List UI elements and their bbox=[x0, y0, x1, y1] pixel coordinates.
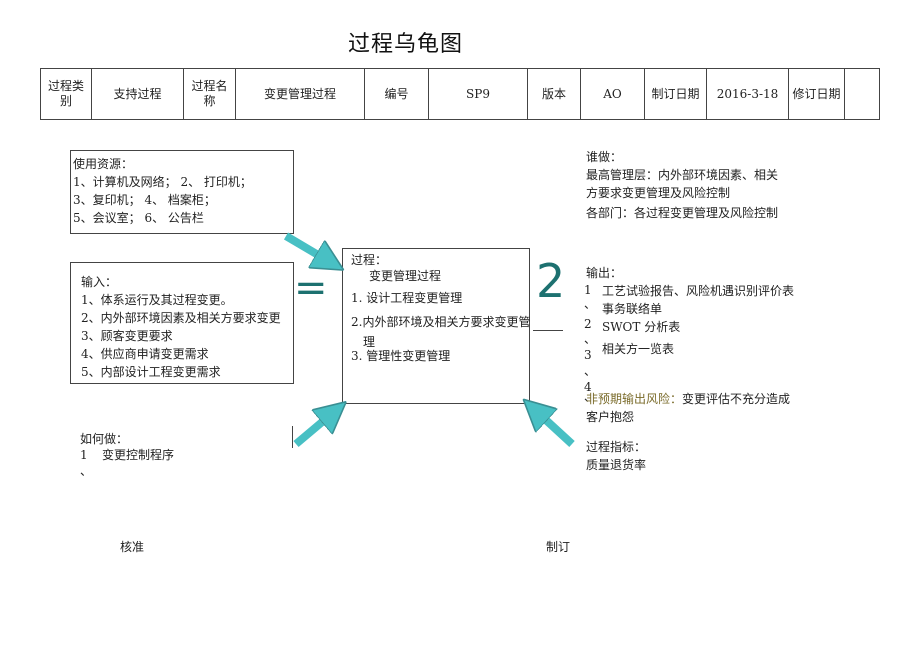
resources-box: 使用资源： 1、计算机及网络； 2、 打印机； 3、复印机； 4、 档案柜； 5… bbox=[70, 150, 294, 234]
inputs-line: 2、内外部环境因素及相关方要求变更 bbox=[81, 311, 281, 325]
how-box-edge bbox=[292, 426, 293, 448]
output-marker: 4 bbox=[584, 380, 592, 394]
big-number: 2 bbox=[536, 254, 566, 308]
output-marker: 、 bbox=[584, 297, 597, 311]
output-marker: 、 bbox=[584, 390, 597, 404]
output-marker: 、 bbox=[584, 364, 597, 378]
who-line: 各部门：各过程变更管理及风险控制 bbox=[586, 206, 779, 220]
inputs-heading: 输入： bbox=[81, 275, 118, 289]
version-label: 版本 bbox=[527, 68, 581, 120]
how-mark: 、 bbox=[80, 464, 93, 478]
indicators-item: 质量退货率 bbox=[586, 458, 647, 472]
process-heading: 过程： bbox=[351, 253, 388, 267]
output-item: 工艺试验报告、风险机遇识别评价表 bbox=[602, 284, 795, 298]
who-line: 方要求变更管理及风险控制 bbox=[586, 186, 731, 200]
process-item: 3. 管理性变更管理 bbox=[351, 349, 451, 363]
resources-line: 3、复印机； 4、 档案柜； bbox=[73, 193, 216, 207]
risk-text-2: 客户抱怨 bbox=[586, 410, 635, 424]
output-item: 相关方一览表 bbox=[602, 342, 675, 356]
indicators-heading: 过程指标： bbox=[586, 440, 647, 454]
version-value: AO bbox=[580, 68, 645, 120]
output-marker: 2 bbox=[584, 317, 592, 331]
process-name: 变更管理过程 bbox=[369, 269, 442, 283]
arrow-icon bbox=[293, 412, 334, 448]
revision-date-label: 修订日期 bbox=[788, 68, 845, 120]
who-line: 最高管理层：内外部环境因素、相关 bbox=[586, 168, 779, 182]
process-box: 过程： 变更管理过程 1. 设计工程变更管理 2.内外部环境及相关方要求变更管 … bbox=[342, 248, 530, 404]
resources-line: 5、会议室； 6、 公告栏 bbox=[73, 211, 204, 225]
risk-line: 非预期输出风险：变更评估不充分造成 bbox=[586, 390, 790, 408]
revision-date-value bbox=[844, 68, 880, 120]
equals-sign: = bbox=[294, 265, 328, 311]
inputs-line: 1、体系运行及其过程变更。 bbox=[81, 293, 233, 307]
process-name-value: 变更管理过程 bbox=[235, 68, 365, 120]
process-name-label: 过程名称 bbox=[183, 68, 236, 120]
inputs-box: 输入： 1、体系运行及其过程变更。 2、内外部环境因素及相关方要求变更 3、顾客… bbox=[70, 262, 294, 384]
resources-line: 1、计算机及网络； 2、 打印机； bbox=[73, 175, 252, 189]
process-type-label: 过程类别 bbox=[40, 68, 92, 120]
outputs-heading: 输出： bbox=[586, 266, 623, 280]
risk-label: 非预期输出风险： bbox=[586, 392, 683, 406]
inputs-line: 5、内部设计工程变更需求 bbox=[81, 365, 221, 379]
approve-label: 核准 bbox=[120, 540, 145, 554]
output-marker: 1 bbox=[584, 283, 592, 297]
output-marker: 3 bbox=[584, 348, 592, 362]
arrow-icon bbox=[283, 232, 330, 262]
process-item: 1. 设计工程变更管理 bbox=[351, 291, 463, 305]
resources-heading: 使用资源： bbox=[73, 157, 134, 171]
code-label: 编号 bbox=[364, 68, 429, 120]
arrow-icon bbox=[535, 410, 575, 447]
code-value: SP9 bbox=[428, 68, 528, 120]
how-num: 1 bbox=[80, 448, 88, 462]
header-table: 过程类别 支持过程 过程名称 变更管理过程 编号 SP9 版本 AO 制订日期 … bbox=[40, 68, 880, 120]
process-item: 理 bbox=[363, 335, 376, 349]
how-item: 变更控制程序 bbox=[102, 448, 175, 462]
output-item: 事务联络单 bbox=[602, 302, 663, 316]
prepare-label: 制订 bbox=[546, 540, 571, 554]
how-heading: 如何做： bbox=[80, 432, 129, 446]
divider bbox=[533, 330, 563, 331]
who-heading: 谁做： bbox=[586, 150, 623, 164]
issue-date-value: 2016-3-18 bbox=[706, 68, 789, 120]
output-marker: 、 bbox=[584, 332, 597, 346]
issue-date-label: 制订日期 bbox=[644, 68, 707, 120]
inputs-line: 4、供应商申请变更需求 bbox=[81, 347, 209, 361]
risk-text: 变更评估不充分造成 bbox=[682, 392, 791, 406]
page-title: 过程乌龟图 bbox=[348, 32, 464, 57]
inputs-line: 3、顾客变更要求 bbox=[81, 329, 173, 343]
output-item: SWOT 分析表 bbox=[602, 320, 681, 334]
process-item: 2.内外部环境及相关方要求变更管 bbox=[351, 315, 531, 329]
